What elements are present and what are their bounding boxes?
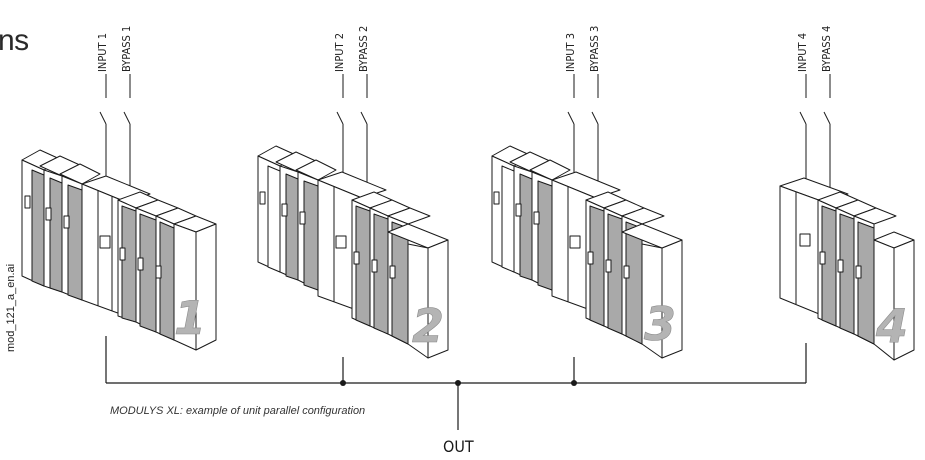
ups-unit-2 bbox=[257, 74, 449, 359]
bypass-label-4: BYPASS 4 bbox=[820, 25, 833, 72]
ups-unit-1 bbox=[21, 74, 217, 351]
bus-junction-dots bbox=[340, 380, 577, 386]
page-title-fragment: ns bbox=[0, 24, 29, 57]
input-label-3: INPUT 3 bbox=[564, 32, 577, 72]
input-label-4: INPUT 4 bbox=[796, 32, 809, 72]
input-label-1: INPUT 1 bbox=[96, 32, 109, 72]
unit-number-3: 3 bbox=[644, 297, 676, 351]
unit-number-1: 1 bbox=[174, 291, 206, 345]
unit-number-2: 2 bbox=[412, 299, 444, 353]
bypass-switch-1 bbox=[123, 74, 131, 194]
output-label: OUT bbox=[443, 437, 474, 456]
ups-unit-3 bbox=[491, 74, 683, 359]
input-switch-3 bbox=[567, 74, 575, 180]
input-switch-4 bbox=[799, 74, 807, 182]
ups-unit-4 bbox=[779, 74, 915, 361]
input-label-2: INPUT 2 bbox=[333, 32, 346, 72]
bypass-label-3: BYPASS 3 bbox=[588, 25, 601, 72]
input-switch-1 bbox=[99, 74, 107, 184]
bypass-label-1: BYPASS 1 bbox=[120, 25, 133, 72]
bypass-switch-3 bbox=[591, 74, 599, 190]
diagram-caption: MODULYS XL: example of unit parallel con… bbox=[110, 405, 366, 417]
file-reference: mod_121_a_en.ai bbox=[5, 263, 17, 352]
input-switch-2 bbox=[336, 74, 344, 180]
bypass-label-2: BYPASS 2 bbox=[357, 25, 370, 72]
bypass-switch-4 bbox=[823, 74, 831, 190]
unit-number-4: 4 bbox=[875, 299, 908, 353]
bypass-switch-2 bbox=[360, 74, 368, 190]
